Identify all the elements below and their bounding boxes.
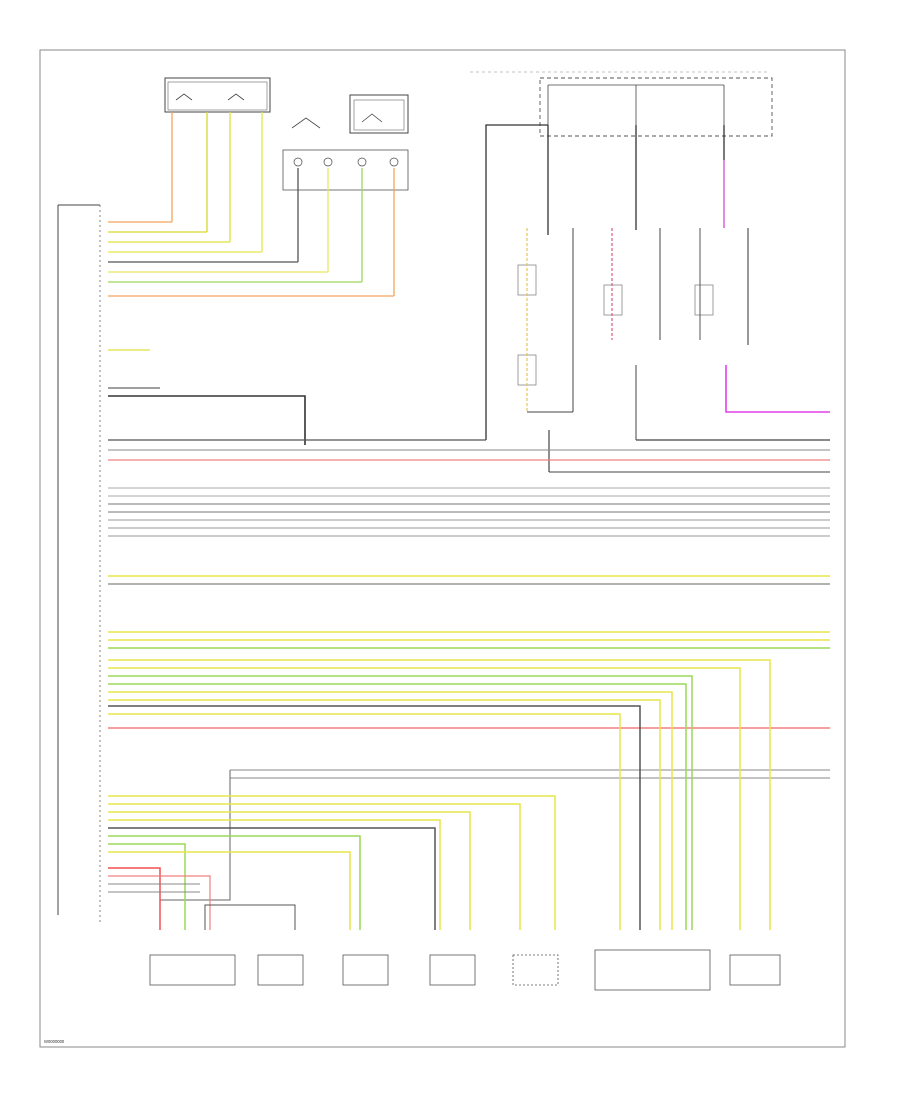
diagram-frame (39, 49, 846, 1048)
sensor-switch-symbol (175, 93, 245, 101)
relay-box-4 (694, 284, 714, 316)
occupant-sensor-box (349, 94, 409, 134)
top-left-vertical-wires (171, 112, 395, 296)
bottom-components (149, 949, 781, 991)
relay-box-3 (603, 284, 623, 316)
connector-block-top (282, 149, 409, 191)
diagram-code: W0000000 (44, 1039, 65, 1044)
connector-pin (389, 157, 399, 167)
lower-right-drops (108, 659, 771, 930)
left-harness (57, 204, 101, 925)
mid-left-wires (108, 349, 306, 445)
connector-pin (357, 157, 367, 167)
airbag-sensor-inner (167, 81, 268, 111)
occupant-switch-symbol (291, 113, 383, 129)
component-box-2 (257, 954, 304, 986)
connector-pin (323, 157, 333, 167)
fuse-box (539, 77, 773, 137)
top-left-horizontal-wires (108, 221, 394, 297)
component-box-5 (512, 954, 559, 986)
component-box-3 (342, 954, 389, 986)
fuse-box-group (470, 71, 773, 440)
top-left-sensor-group (164, 77, 409, 191)
connector-pin (293, 157, 303, 167)
component-box-7 (729, 954, 781, 986)
component-box-6 (594, 949, 711, 991)
main-bus-wires (108, 439, 830, 779)
right-relay-components (517, 228, 830, 473)
component-box-4 (429, 954, 476, 986)
component-box-1 (149, 954, 236, 986)
occupant-sensor-inner (353, 99, 405, 131)
lower-left-drops (108, 795, 556, 930)
airbag-sensor-box (164, 77, 271, 113)
